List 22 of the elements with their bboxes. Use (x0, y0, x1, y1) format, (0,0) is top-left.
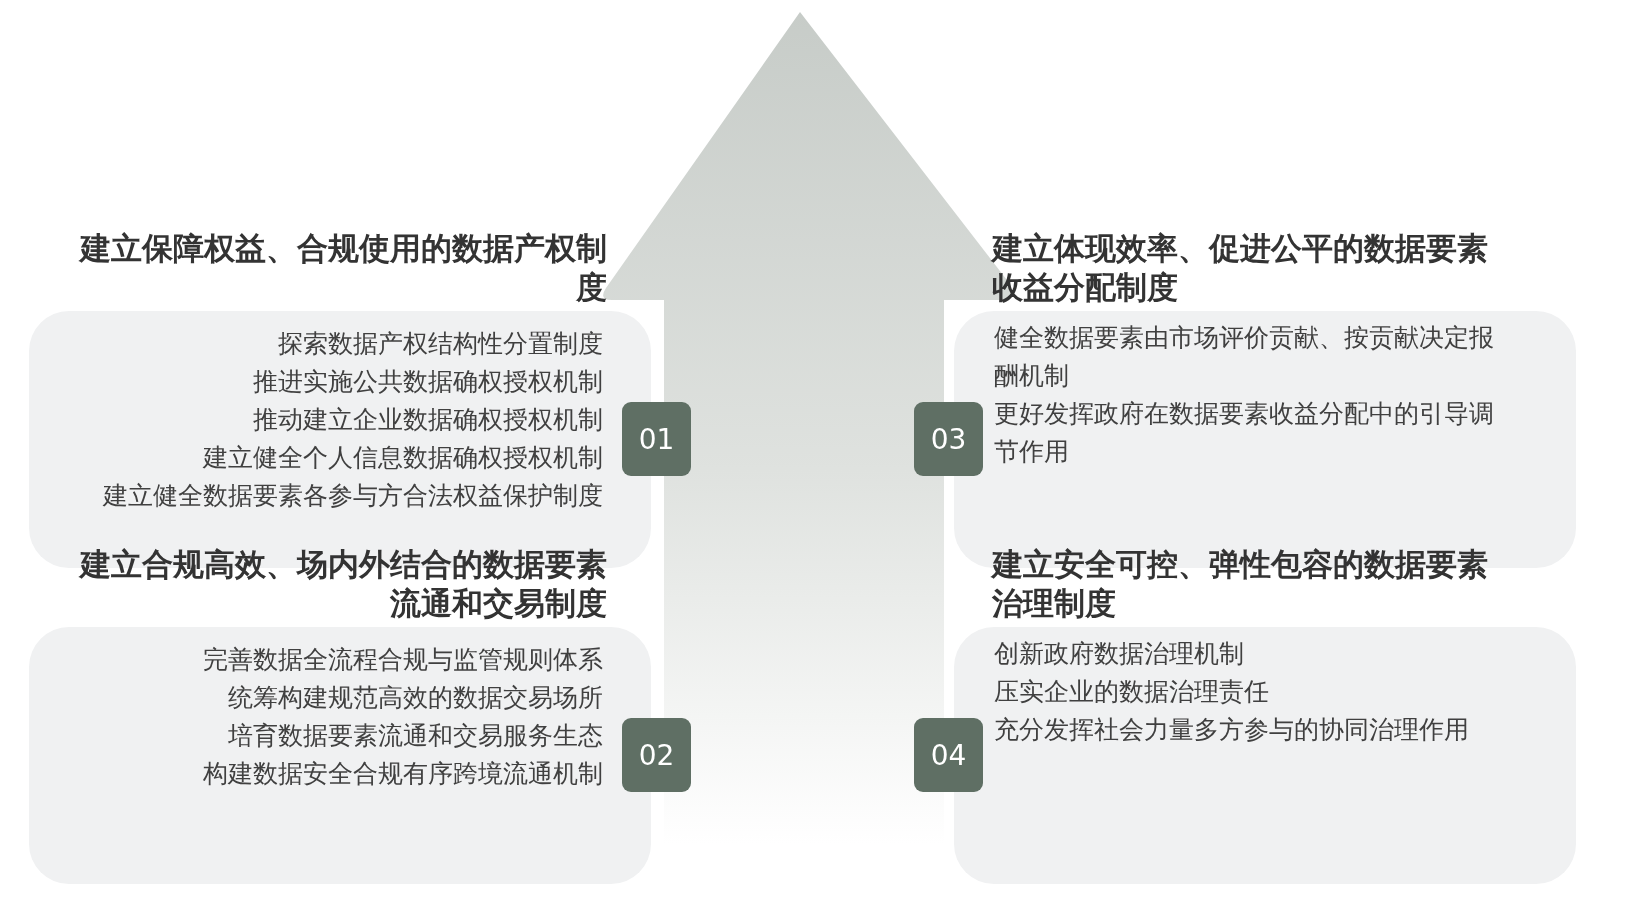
list-item-text: 建立健全数据要素各参与方合法权益保护制度 (102, 480, 603, 512)
list-item-text: 创新政府数据治理机制 (994, 638, 1245, 670)
number-badge: 04 (914, 718, 983, 792)
list-item-text: 更好发挥政府在数据要素收益分配中的引导调节作用 (994, 398, 1495, 468)
list-item-text: 推动建立企业数据确权授权机制 (252, 404, 603, 436)
list-item-text: 探索数据产权结构性分置制度 (277, 328, 603, 360)
card-heading: 建立安全可控、弹性包容的数据要素治理制度 (992, 545, 1489, 623)
list-item-text: 建立健全个人信息数据确权授权机制 (202, 442, 603, 474)
list-item-text: 推进实施公共数据确权授权机制 (252, 366, 603, 398)
list-item-text: 构建数据安全合规有序跨境流通机制 (202, 758, 603, 790)
list-item-text: 培育数据要素流通和交易服务生态 (227, 720, 603, 752)
card-heading: 建立体现效率、促进公平的数据要素收益分配制度 (992, 229, 1489, 307)
list-item-text: 压实企业的数据治理责任 (994, 676, 1270, 708)
list-item-text: 充分发挥社会力量多方参与的协同治理作用 (994, 714, 1470, 746)
list-item-text: 完善数据全流程合规与监管规则体系 (202, 644, 603, 676)
card-heading: 建立合规高效、场内外结合的数据要素流通和交易制度 (77, 545, 607, 623)
number-badge: 01 (622, 402, 691, 476)
list-item-text: 统筹构建规范高效的数据交易场所 (227, 682, 603, 714)
number-badge: 02 (622, 718, 691, 792)
number-badge: 03 (914, 402, 983, 476)
card-heading: 建立保障权益、合规使用的数据产权制度 (77, 229, 607, 307)
list-item-text: 健全数据要素由市场评价贡献、按贡献决定报酬机制 (994, 322, 1495, 392)
